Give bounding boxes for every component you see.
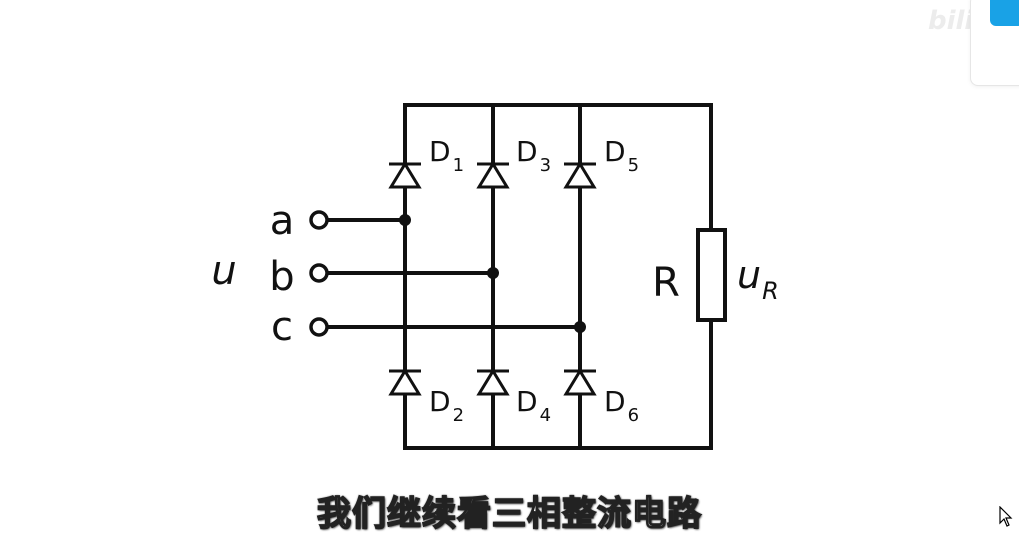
mouse-cursor-icon [999,506,1013,527]
phase-a-label: a [270,198,295,244]
resistor-label: R [652,260,680,306]
phase-c-label: c [271,304,293,350]
diode-d3-icon [476,161,510,189]
resistor-symbol-icon [696,228,727,322]
terminal-c-icon [309,317,329,337]
input-terminals [309,210,329,337]
junction-dots [399,214,586,333]
diode-d6-icon [563,368,597,396]
junction-c [574,321,586,333]
diode-d4-icon [476,368,510,396]
diode-d1-icon [388,161,422,189]
bottom-rail-wire [403,318,713,450]
source-voltage-label: u [211,248,236,294]
terminal-a-icon [309,210,329,230]
junction-a [399,214,411,226]
diode-d5-icon [563,161,597,189]
subtitle-caption: 我们继续看三相整流电路 [316,493,702,535]
bilibili-watermark: bili [928,6,974,36]
top-rail-wire [403,103,713,232]
load-voltage-label: uR [737,253,779,305]
side-panel-button[interactable] [990,0,1019,26]
diode-symbols [388,161,597,396]
terminal-b-icon [309,263,329,283]
junction-b [487,267,499,279]
diode-d2-icon [388,368,422,396]
phase-b-label: b [269,254,294,300]
